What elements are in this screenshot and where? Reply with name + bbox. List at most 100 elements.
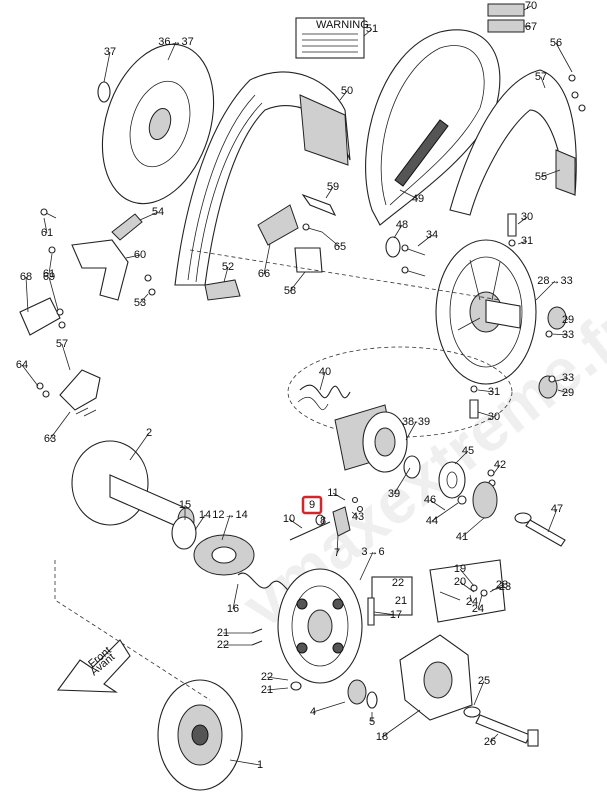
callout-41: 41 bbox=[456, 531, 468, 543]
callout-leader-line bbox=[429, 499, 446, 511]
callout-25: 25 bbox=[478, 675, 490, 687]
callout-37: 37 bbox=[104, 46, 116, 58]
bolt-17 bbox=[367, 597, 375, 626]
callout-31: 31 bbox=[488, 386, 500, 398]
clip-68 bbox=[19, 297, 61, 336]
callout-leader-line bbox=[489, 584, 503, 593]
callout-leader-line bbox=[223, 266, 229, 283]
callout-leader-line bbox=[319, 371, 326, 391]
washer-45 bbox=[438, 461, 466, 499]
callout-29: 29 bbox=[562, 314, 574, 326]
callout-leader-line bbox=[125, 254, 141, 259]
bushing-29 bbox=[538, 306, 567, 399]
washers-21-22 bbox=[290, 681, 302, 691]
callout-leader-line bbox=[232, 583, 239, 610]
callout-leader-line bbox=[417, 234, 433, 247]
decal-70 bbox=[487, 3, 525, 17]
spider-18 bbox=[399, 634, 473, 721]
movable-sheave-3-6 bbox=[277, 568, 363, 684]
callout-26: 26 bbox=[484, 736, 496, 748]
callout-21: 21 bbox=[261, 684, 273, 696]
callout-leader-line bbox=[103, 51, 111, 83]
callout-43: 43 bbox=[352, 511, 364, 523]
callout-leader-line bbox=[194, 514, 206, 531]
callout-42: 42 bbox=[494, 459, 506, 471]
callout-50: 50 bbox=[341, 85, 353, 97]
callout-leaders bbox=[21, 5, 573, 766]
callout-leader-line bbox=[555, 377, 569, 382]
ring-5 bbox=[366, 691, 378, 709]
support-bracket-60 bbox=[71, 239, 129, 301]
highlight-box bbox=[301, 495, 323, 515]
callout-18: 18 bbox=[376, 731, 388, 743]
callout-leader-line bbox=[489, 733, 499, 743]
callout-leader-line bbox=[517, 216, 528, 225]
callout-leader-line bbox=[399, 189, 419, 200]
callout-leader-line bbox=[393, 467, 411, 495]
warning-label-text: WARNING bbox=[316, 19, 369, 31]
callout-2: 2 bbox=[146, 427, 152, 439]
callout-leader-line bbox=[381, 709, 421, 738]
ring-39 bbox=[403, 455, 421, 479]
callout-leader-line bbox=[393, 224, 403, 239]
callout-65: 65 bbox=[334, 241, 346, 253]
callout-leader-line bbox=[263, 243, 271, 275]
callout-59: 59 bbox=[327, 181, 339, 193]
callout-21: 21 bbox=[395, 595, 407, 607]
callout-39: 39 bbox=[388, 488, 400, 500]
bolt-53 bbox=[144, 274, 156, 296]
callout-22: 22 bbox=[217, 639, 229, 651]
drive-belt-49 bbox=[365, 29, 501, 226]
callout-leader-line bbox=[461, 517, 485, 538]
callout-leader-line bbox=[332, 492, 346, 501]
callout-leader-line bbox=[139, 293, 149, 304]
callout-leader-line bbox=[459, 568, 475, 587]
callout-33: 33 bbox=[562, 372, 574, 384]
bracket-54 bbox=[111, 213, 143, 241]
callout-36-37: 36→37 bbox=[158, 36, 193, 48]
callout-leader-line bbox=[557, 389, 569, 394]
bushing-15 bbox=[171, 516, 197, 550]
callout-4: 4 bbox=[310, 706, 316, 718]
bolt-47 bbox=[525, 519, 566, 547]
washer-25 bbox=[463, 706, 481, 718]
callout-leader-line bbox=[431, 502, 459, 522]
outer-guard-55-57 bbox=[449, 69, 577, 216]
bolt-64 bbox=[36, 382, 50, 398]
callout-30: 30 bbox=[488, 411, 500, 423]
snap-ring-37 bbox=[97, 81, 111, 103]
callout-leader-line bbox=[139, 211, 159, 221]
callout-leader-line bbox=[547, 508, 558, 533]
callout-46: 46 bbox=[424, 494, 436, 506]
fixed-sheave-2 bbox=[71, 440, 195, 533]
callout-9: 9 bbox=[309, 499, 315, 511]
callout-leader-line bbox=[288, 518, 303, 529]
callout-64: 64 bbox=[16, 359, 28, 371]
callout-leader-line bbox=[477, 594, 483, 610]
callout-1: 1 bbox=[257, 759, 263, 771]
callout-40: 40 bbox=[319, 366, 331, 378]
front-direction-arrow: Front Avant bbox=[56, 639, 131, 693]
callout-22: 22 bbox=[392, 577, 404, 589]
callout-leader-line bbox=[49, 411, 71, 440]
drive-clutch-assembly-1 bbox=[157, 679, 243, 791]
callout-leader-line bbox=[359, 551, 374, 581]
screw-65 bbox=[302, 223, 323, 233]
callout-leader-line bbox=[229, 759, 261, 766]
callout-leader-line bbox=[266, 687, 289, 691]
callout-leader-line bbox=[469, 594, 473, 603]
callout-33: 33 bbox=[562, 329, 574, 341]
strap-59 bbox=[301, 193, 337, 217]
callout-17: 17 bbox=[390, 609, 402, 621]
spring-40 bbox=[297, 384, 351, 411]
cam-38-39 bbox=[334, 404, 408, 473]
callout-leader-line bbox=[363, 28, 373, 37]
callout-57: 57 bbox=[56, 338, 68, 350]
callout-34: 34 bbox=[426, 229, 438, 241]
callout-leader-line bbox=[405, 421, 417, 441]
bracket-66 bbox=[257, 204, 299, 246]
callout-61: 61 bbox=[43, 268, 55, 280]
callout-15: 15 bbox=[179, 499, 191, 511]
bolt-30 bbox=[469, 213, 517, 419]
callout-66: 66 bbox=[258, 268, 270, 280]
